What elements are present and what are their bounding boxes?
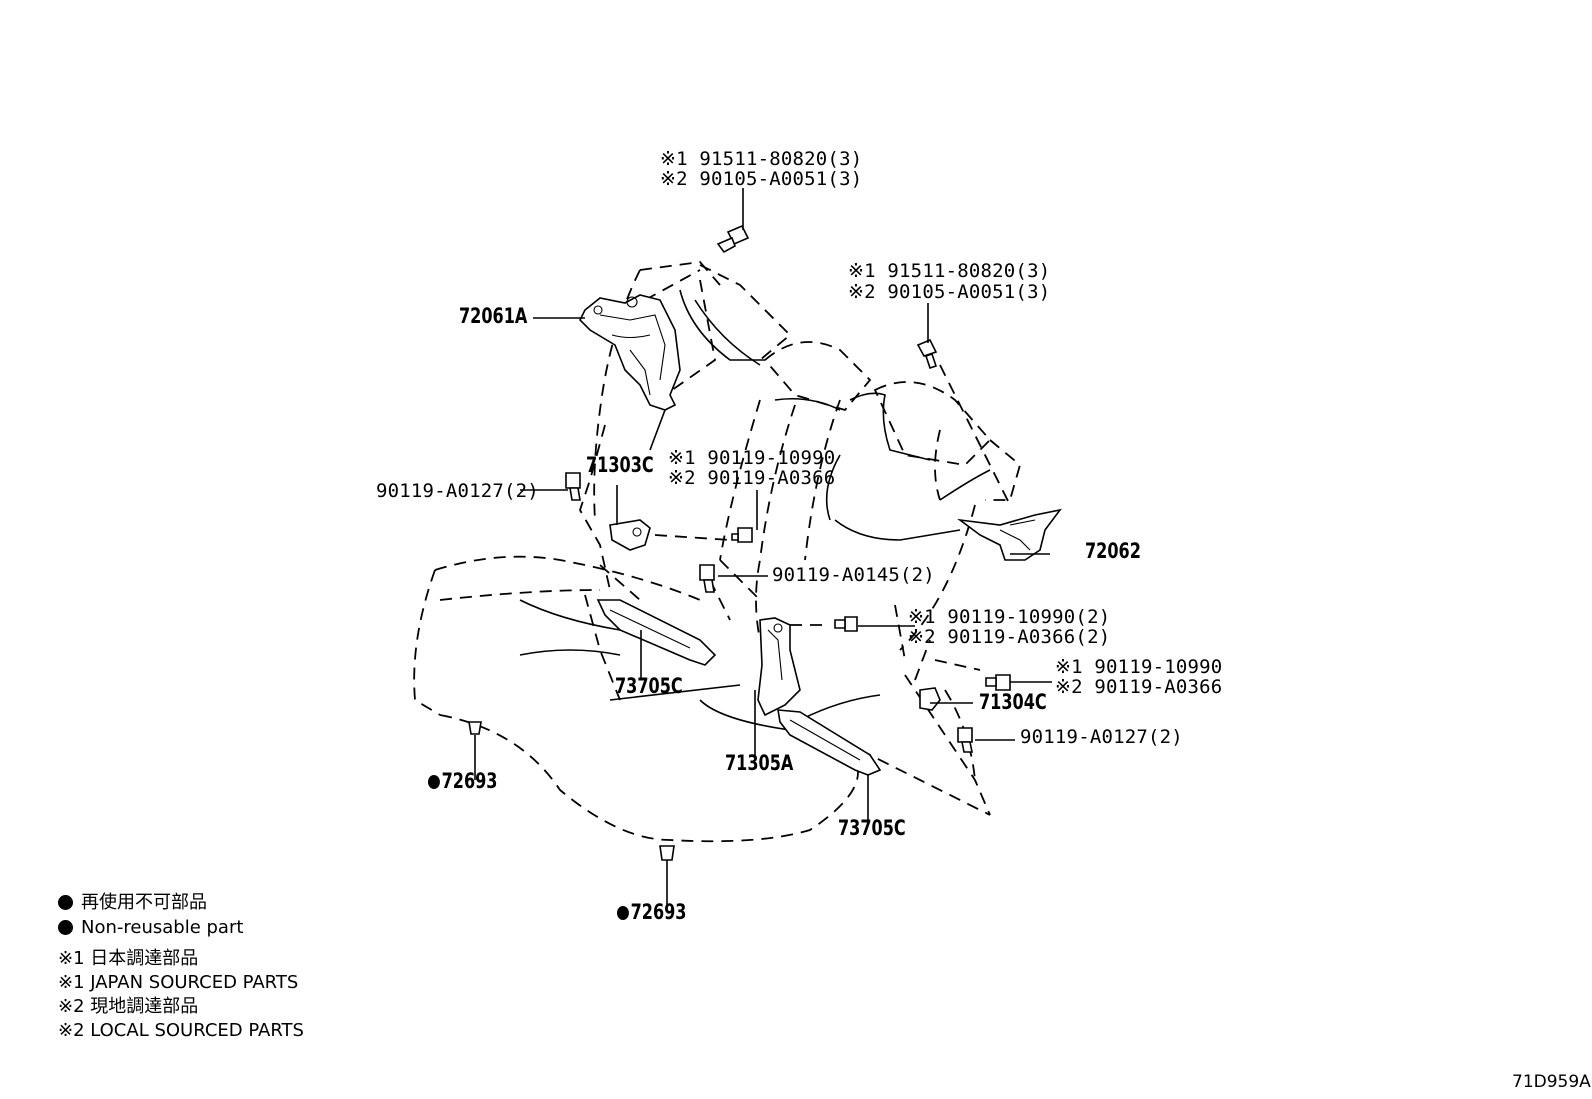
callout-top-bolt-jp: ※1 91511-80820(3) [660, 148, 863, 170]
callout-mid-bolt-jp: ※1 90119-10990 [668, 447, 836, 469]
callout-r-bolt-b-jp: ※1 90119-10990 [1055, 656, 1223, 678]
callout-90119-A0127-left: 90119-A0127(2) [376, 480, 539, 502]
legend-nonreusable-en: Non-reusable part [58, 919, 243, 937]
callout-73705C-left: 73705C [615, 674, 683, 698]
callout-r-bolt-b-local: ※2 90119-A0366 [1055, 676, 1223, 698]
callout-mid-bolt-local: ※2 90119-A0366 [668, 467, 836, 489]
callout-72693-left: 72693 [428, 771, 497, 792]
bolt-top [716, 224, 750, 254]
nonreusable-bullet [428, 775, 440, 789]
legend-note2-en: ※2 LOCAL SOURCED PARTS [58, 1020, 304, 1041]
legend-note2-jp: ※2 現地調達部品 [58, 996, 199, 1017]
clip-72693-bottom [659, 845, 675, 861]
bolt-left [565, 472, 581, 501]
clip-71304C [919, 687, 941, 711]
rail-73705C-left [596, 599, 717, 666]
callout-r-bolt-a-local: ※2 90119-A0366(2) [908, 626, 1111, 648]
callout-71305A: 71305A [725, 751, 794, 775]
callout-right-bolt-local: ※2 90105-A0051(3) [848, 281, 1051, 303]
nonreusable-bullet [617, 906, 629, 920]
seat-outline [413, 261, 1022, 843]
part-72062 [957, 508, 1062, 561]
callout-71303C: 71303C [586, 453, 654, 477]
bullet-icon [58, 920, 73, 935]
bracket-71303C [609, 519, 651, 551]
bullet-icon [58, 895, 73, 910]
callout-r-bolt-a-jp: ※1 90119-10990(2) [908, 606, 1111, 628]
legend-note1-en: ※1 JAPAN SOURCED PARTS [58, 972, 299, 993]
figure-id: 71D959A [1512, 1072, 1591, 1092]
bolt-mid [731, 527, 753, 543]
callout-top-bolt-local: ※2 90105-A0051(3) [660, 168, 863, 190]
clip-72693-left [468, 721, 482, 735]
leader-lines [474, 188, 1052, 906]
bolt-right-top [916, 338, 938, 370]
seat-contours [519, 289, 991, 731]
bolt-right-c [957, 727, 973, 753]
bolt-a0145 [699, 564, 715, 593]
legend-note1-jp: ※1 日本調達部品 [58, 948, 199, 969]
callout-73705C-right: 73705C [838, 816, 906, 840]
callout-90119-A0145: 90119-A0145(2) [772, 564, 935, 586]
bolt-right-a [834, 616, 858, 632]
hinge-71305A [757, 617, 801, 717]
callout-right-bolt-jp: ※1 91511-80820(3) [848, 260, 1051, 282]
callout-71304C: 71304C [979, 690, 1047, 714]
callout-90119-A0127-right: 90119-A0127(2) [1020, 726, 1183, 748]
bolt-right-b [985, 674, 1011, 691]
callout-72693-bottom: 72693 [617, 902, 686, 923]
legend-nonreusable-jp: 再使用不可部品 [58, 894, 207, 912]
bracket-72061A [579, 294, 681, 411]
callout-72062: 72062 [1085, 539, 1141, 563]
callout-72061A: 72061A [459, 304, 528, 328]
